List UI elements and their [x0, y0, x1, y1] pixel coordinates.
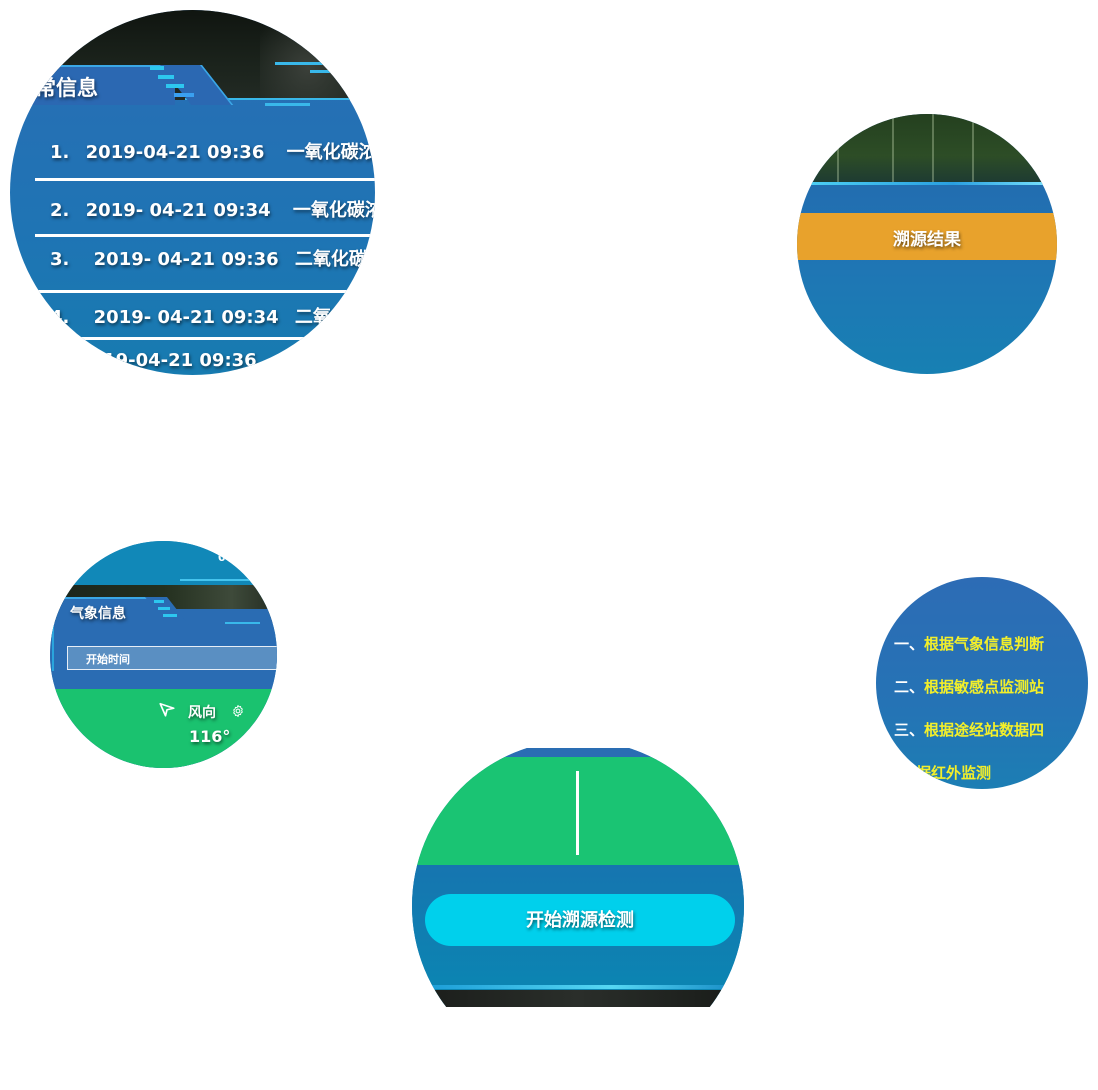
method-list-panel: 一、根据气象信息判断 二、根据敏感点监测站 三、根据途经站数据四 四、根据红外监…	[876, 577, 1088, 789]
method-index: 三、	[894, 721, 925, 739]
map-background	[797, 114, 1057, 184]
item-time: 2019-04-21 09:36	[78, 350, 257, 371]
gear-icon[interactable]	[231, 704, 245, 718]
method-text: 根据途经站数据四	[924, 721, 1045, 739]
item-index: 3.	[50, 249, 70, 270]
item-desc: 一氧化碳浓度	[286, 142, 375, 163]
list-item[interactable]: 1. 2019-04-21 09:36 一氧化碳浓度	[50, 138, 375, 164]
wind-direction-value: 116°	[189, 727, 231, 746]
clipped-text: 0	[218, 551, 226, 564]
result-header-label: 溯源结果	[893, 230, 961, 250]
header-decor-line	[180, 579, 277, 581]
footer-decor-line	[432, 985, 732, 989]
panel-title-tab	[10, 65, 175, 105]
item-index: 4.	[50, 307, 70, 328]
anomaly-info-panel: 异常信息 1. 2019-04-21 09:36 一氧化碳浓度 2. 2019-…	[10, 10, 375, 375]
item-index: 2.	[50, 200, 70, 221]
title-dash-decor	[150, 66, 164, 70]
title-dash-decor	[174, 93, 194, 97]
row-divider	[35, 290, 375, 293]
item-time: 2019- 04-21 09:34	[93, 307, 279, 328]
header-decor-line	[185, 98, 375, 100]
header-decor-bar	[265, 103, 310, 106]
title-dash-decor	[158, 75, 174, 79]
item-desc: 二氧化碳	[294, 307, 367, 328]
item-time: 2019- 04-21 09:34	[85, 200, 271, 221]
start-time-field[interactable]	[67, 646, 277, 670]
item-time: 2019- 04-21 09:36	[93, 249, 279, 270]
header-decor-bar	[310, 70, 375, 73]
item-desc: 一氧化碳浓度	[292, 200, 375, 221]
title-dash-decor	[163, 614, 177, 617]
list-item[interactable]: 3. 2019- 04-21 09:36 二氧化碳浓	[50, 245, 375, 271]
start-time-label: 开始时间	[86, 653, 130, 666]
title-dash-decor	[154, 600, 164, 603]
wind-direction-label: 风向	[188, 705, 216, 721]
method-text: 根据红外监测	[901, 764, 992, 782]
top-band	[50, 541, 277, 585]
detection-panel: 开始溯源检测	[412, 748, 744, 1007]
row-divider	[35, 234, 375, 237]
panel-title: 气象信息	[70, 606, 126, 622]
method-item: 一、根据气象信息判断	[894, 633, 1044, 654]
panel-title: 异常信息	[14, 76, 98, 100]
list-item[interactable]: 5. 2019-04-21 09:36	[68, 350, 257, 371]
map-background	[412, 990, 744, 1007]
method-index: 一、	[894, 635, 925, 653]
start-trace-detection-label: 开始溯源检测	[526, 910, 634, 930]
header-glow-line	[797, 182, 1057, 185]
wind-direction-arrow-icon	[159, 702, 175, 717]
item-desc: 二氧化碳浓	[294, 249, 375, 270]
card-divider	[576, 771, 579, 855]
list-item[interactable]: 2. 2019- 04-21 09:34 一氧化碳浓度	[50, 196, 375, 222]
panel-title-tab	[60, 597, 158, 629]
start-trace-detection-button[interactable]: 开始溯源检测	[425, 894, 735, 946]
weather-info-panel: 0 气象信息 开始时间 风向 116°	[50, 541, 277, 768]
wind-card	[50, 689, 277, 768]
item-index: 1.	[50, 142, 70, 163]
title-dash-decor	[158, 607, 170, 610]
method-index: 二、	[894, 678, 925, 696]
header-decor-bar	[275, 62, 355, 65]
method-item: 二、根据敏感点监测站	[894, 676, 1044, 697]
result-header-bar	[797, 213, 1057, 260]
list-item[interactable]: 4. 2019- 04-21 09:34 二氧化碳	[50, 303, 367, 329]
method-text: 根据敏感点监测站	[924, 678, 1045, 696]
row-divider	[35, 337, 375, 340]
title-dash-decor	[166, 84, 184, 88]
method-text: 根据气象信息判断	[924, 635, 1045, 653]
header-decor-bar	[225, 622, 260, 624]
item-time: 2019-04-21 09:36	[85, 142, 265, 163]
trace-result-panel: 溯源结果	[797, 114, 1057, 374]
row-divider	[35, 178, 375, 181]
method-item: 三、根据途经站数据四	[894, 719, 1044, 740]
method-item: 四、根据红外监测	[899, 762, 991, 783]
panel-left-edge	[52, 601, 54, 671]
